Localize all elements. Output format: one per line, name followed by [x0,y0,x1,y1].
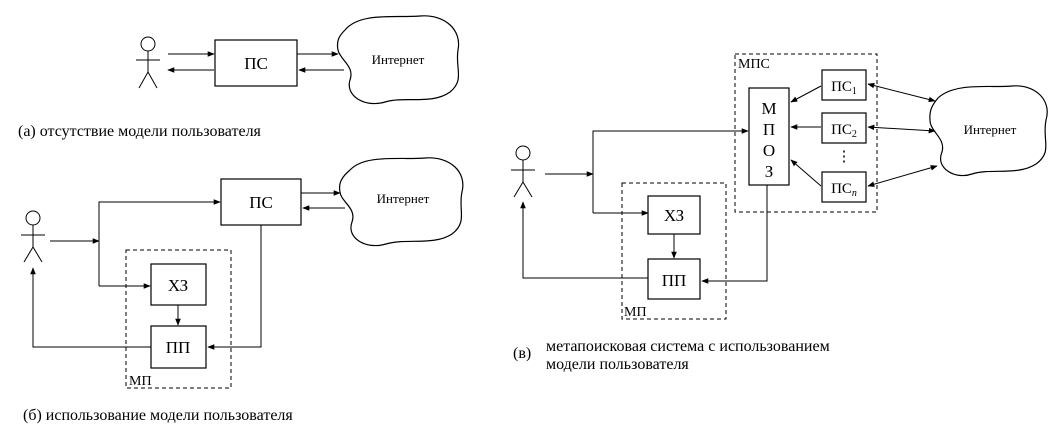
ps2-label-c: ПС2 [831,122,857,140]
pp-label-c: ПП [662,271,687,290]
arrow-mpoz-to-pp-c [701,185,768,284]
arrow-pp-to-user-b [30,267,151,348]
caption-a: (а) отсутствие модели пользователя [18,123,262,140]
ps-label-b: ПС [249,193,273,212]
internet-label-c: Интернет [964,122,1017,137]
mp-label-b: МП [129,374,152,389]
arrow-psn-internet-c [867,165,938,187]
mps-label-c: МПС [738,57,770,72]
ps2-box-c [821,112,867,144]
psn-box-c [821,171,867,203]
mpoz-letter-o: О [763,141,775,160]
arrow-junction-to-mpoz-c [592,128,749,213]
mpoz-letter-z: З [765,162,774,181]
arrow-ps2-internet-c [867,124,936,134]
hz-label-c: ХЗ [664,206,684,225]
diagram-a: ПС Интернет (а) отсутствие модели пользо… [18,15,460,140]
ps1-label-c: ПС1 [831,79,857,97]
caption-c-prefix: (в) [513,345,531,362]
mp-label-c: МП [624,305,647,320]
ps-dots-c: ⋮ [837,149,852,165]
pp-box-b [150,325,207,369]
psn-label-c: ПСn [831,181,857,199]
pp-box-c [647,258,701,300]
caption-c-line1: метапоисковая система с использованием [546,338,830,355]
internet-label-a: Интернет [372,52,425,67]
user-figure-b [21,210,45,263]
arrow-ps1-to-mpoz-c [790,85,822,103]
hz-box-b [150,263,207,306]
ps-box-b [220,178,302,226]
arrow-psn-to-mpoz-c [790,159,822,187]
hz-box-c [647,195,701,235]
arrow-ps-to-pp-b [207,225,262,350]
ps-label-a: ПС [244,54,268,73]
internet-cloud-b [338,157,464,247]
ps1-box-c [821,69,867,101]
diagram-c: МП МПС М П О З ПС1 ПС2 ⋮ ПСn Интернет ХЗ… [511,53,1048,373]
mp-region-b [125,249,232,389]
mpoz-letter-m: М [761,99,776,118]
user-figure-a [136,36,160,89]
user-figure-c [511,145,535,198]
arrow-junction-to-ps-b [98,199,221,286]
diagram-b: МП ПС ХЗ ПП Интернет (б) использование м… [21,157,464,424]
mp-region-c [621,182,727,320]
internet-label-b: Интернет [377,191,430,206]
pp-label-b: ПП [166,338,191,357]
ps-box-a [214,39,298,87]
arrow-ps1-internet-c [867,82,936,103]
caption-b: (б) использование модели пользователя [23,407,293,424]
internet-cloud-a [336,15,460,105]
caption-c-line2: модели пользователя [546,356,689,373]
mpoz-letter-p: П [763,120,775,139]
arrow-pp-to-user-c [520,201,648,279]
hz-label-b: ХЗ [168,276,188,295]
mpoz-box-c [748,87,790,186]
